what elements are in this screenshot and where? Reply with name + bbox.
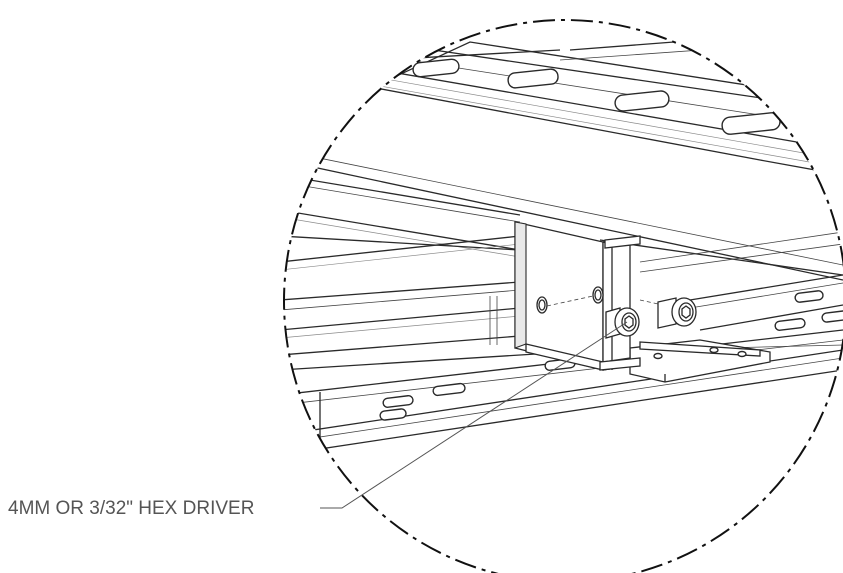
detail-circle-boundary [283, 19, 843, 573]
hex-bolt-rear [639, 297, 697, 329]
rail-slot [412, 58, 460, 78]
rail-slot [614, 90, 670, 112]
rail-slot [382, 395, 414, 408]
plate-hole [653, 352, 663, 360]
bracket-plate [629, 339, 771, 383]
rail-slot [794, 290, 824, 303]
plate-hole [737, 350, 747, 358]
rear-channels [284, 174, 601, 371]
callout-label: 4MM OR 3/32" HEX DRIVER [8, 498, 254, 519]
callout-leader-line [320, 321, 628, 509]
rail-slot [379, 408, 407, 421]
shelf-surface [599, 231, 843, 351]
rail-slot [821, 310, 843, 323]
hex-bolt-front [605, 307, 640, 339]
rail-slot [774, 318, 806, 331]
u-channel-bracket [514, 221, 641, 371]
rail-slot [432, 382, 466, 397]
rail-slot [507, 68, 559, 89]
plate-hole [709, 346, 719, 354]
rack-assembly [284, 39, 843, 456]
